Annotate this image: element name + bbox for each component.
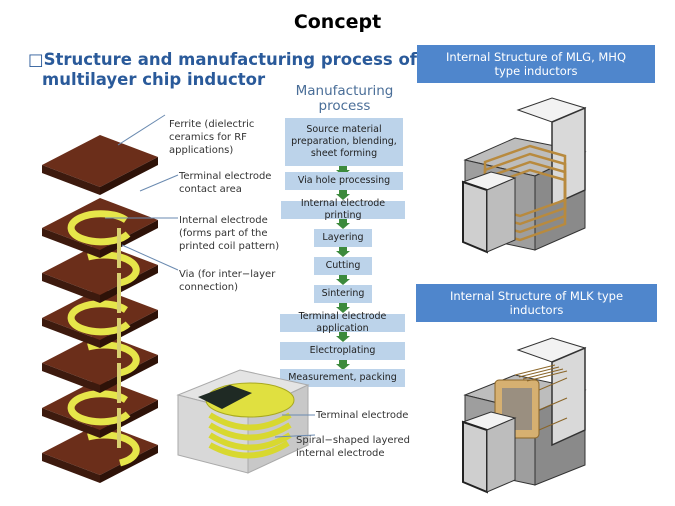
callout-via: Via (for inter−layer connection)	[179, 268, 275, 294]
process-step: Measurement, packing	[280, 369, 405, 387]
callout-terminal-contact: Terminal electrode contact area	[179, 170, 271, 196]
printed-coil-electrode	[67, 210, 131, 246]
callout-line: ceramics for RF	[169, 132, 247, 143]
callout-line: contact area	[179, 184, 242, 195]
step-label: Terminal electrode application	[298, 311, 387, 334]
via-pin	[117, 228, 121, 268]
ferrite-layer-top	[42, 423, 158, 475]
callout-line: Terminal electrode	[179, 171, 272, 182]
callout-line: Via (for inter−layer	[179, 269, 276, 280]
ferrite-layer-front	[42, 273, 100, 303]
ferrite-layer-top	[42, 378, 158, 430]
callout-line: Spiral−shaped layered	[296, 435, 410, 446]
step-label: Cutting	[325, 260, 361, 271]
via-pin	[117, 273, 121, 313]
process-step: Layering	[314, 229, 372, 247]
ferrite-layer-top	[42, 333, 158, 385]
ferrite-layer-front	[42, 165, 100, 195]
step-label: Layering	[322, 232, 364, 243]
ferrite-layer-front	[42, 318, 100, 348]
callout-line: (forms part of the	[179, 228, 268, 239]
via-pin	[117, 318, 121, 358]
step-label: sheet forming	[310, 148, 378, 159]
ferrite-layer-top	[42, 198, 158, 250]
leader-line	[117, 114, 166, 146]
spiral-coil-turns	[208, 412, 292, 459]
process-step: Internal electrode printing	[281, 198, 405, 221]
ferrite-layer-top	[42, 288, 158, 340]
exploded-layer-diagram	[42, 114, 179, 483]
end-cap-front-face	[462, 420, 488, 494]
heading-bullet: □	[28, 50, 44, 69]
ferrite-layer-front	[42, 408, 100, 438]
printed-coil-electrode	[67, 390, 131, 426]
mlk-inductor-illustration	[461, 337, 587, 494]
ferrite-layer-side	[100, 445, 158, 483]
end-cap-front-face	[462, 180, 488, 254]
ferrite-layer-front	[42, 228, 100, 258]
coil-stack-lines	[514, 364, 568, 431]
callout-line: Internal electrode	[179, 215, 268, 226]
callout-line: internal electrode	[296, 448, 385, 459]
ferrite-layer-side	[100, 400, 158, 438]
step-label: preparation, blending,	[291, 136, 397, 147]
end-cap-back-side	[551, 106, 586, 207]
step-label: Via hole processing	[297, 175, 391, 186]
section-heading: □Structure and manufacturing process of …	[28, 50, 417, 90]
ferrite-layer-side	[100, 355, 158, 393]
callout-line: applications)	[169, 145, 234, 156]
step-label: Electroplating	[309, 345, 376, 356]
panel-header-mlk: Internal Structure of MLK type inductors	[416, 284, 657, 322]
via-pin	[117, 408, 121, 448]
mlg-mhq-inductor-illustration	[461, 97, 587, 254]
process-step: Via hole processing	[285, 172, 403, 190]
leader-line	[139, 174, 179, 192]
terminal-electrode-face	[198, 385, 252, 409]
manufacturing-process-title: Manufacturing process	[282, 84, 407, 114]
heading-line-1: Structure and manufacturing process of	[43, 50, 417, 69]
end-cap-front-side	[486, 177, 516, 253]
ferrite-layer-side	[100, 220, 158, 258]
callout-line: printed coil pattern)	[179, 241, 280, 252]
panel-header-line: Internal Structure of MLK type	[449, 289, 624, 303]
callout-line: connection)	[179, 282, 238, 293]
title-line: Manufacturing	[295, 83, 394, 99]
callout-line: Ferrite (dielectric	[169, 119, 255, 130]
callout-spiral-electrode: Spiral−shaped layered internal electrode	[296, 434, 410, 460]
process-step: Terminal electrode application	[280, 311, 405, 334]
ferrite-layer-front	[42, 453, 100, 483]
ferrite-layer-front	[42, 363, 100, 393]
ferrite-layer-side	[100, 265, 158, 303]
title-line: process	[318, 98, 371, 114]
callout-line: Terminal electrode	[316, 410, 409, 421]
printed-coil-electrode	[67, 300, 131, 336]
panel-header-line: Internal Structure of MLG, MHQ	[445, 50, 627, 64]
panel-header-mlg-mhq: Internal Structure of MLG, MHQ type indu…	[417, 45, 655, 83]
ferrite-layer-top	[42, 243, 158, 295]
step-label: Internal electrode printing	[300, 198, 386, 221]
heading-line-2: multilayer chip inductor	[42, 70, 266, 89]
chip-cutaway-diagram	[176, 369, 316, 474]
ferrite-layer-side	[100, 157, 158, 195]
step-label: Measurement, packing	[288, 372, 397, 383]
process-step: Cutting	[314, 257, 372, 275]
panel-header-line: inductors	[509, 303, 564, 317]
via-pin	[117, 363, 121, 403]
ferrite-layer-top	[42, 135, 158, 187]
callout-ferrite: Ferrite (dielectric ceramics for RF appl…	[169, 118, 254, 157]
slide-title: Concept	[293, 11, 382, 33]
end-cap-back-side	[551, 346, 586, 447]
process-step: Sintering	[314, 285, 372, 303]
end-cap-front-side	[486, 417, 516, 493]
step-label: Sintering	[321, 288, 365, 299]
leader-line	[121, 244, 179, 271]
ferrite-layer-side	[100, 310, 158, 348]
leader-line	[274, 434, 316, 438]
panel-header-line: type inductors	[494, 64, 578, 78]
callout-terminal-electrode: Terminal electrode	[316, 409, 408, 422]
process-step: Electroplating	[280, 342, 405, 360]
callout-internal-electrode: Internal electrode (forms part of the pr…	[179, 214, 279, 253]
step-label: Source material	[306, 124, 382, 135]
